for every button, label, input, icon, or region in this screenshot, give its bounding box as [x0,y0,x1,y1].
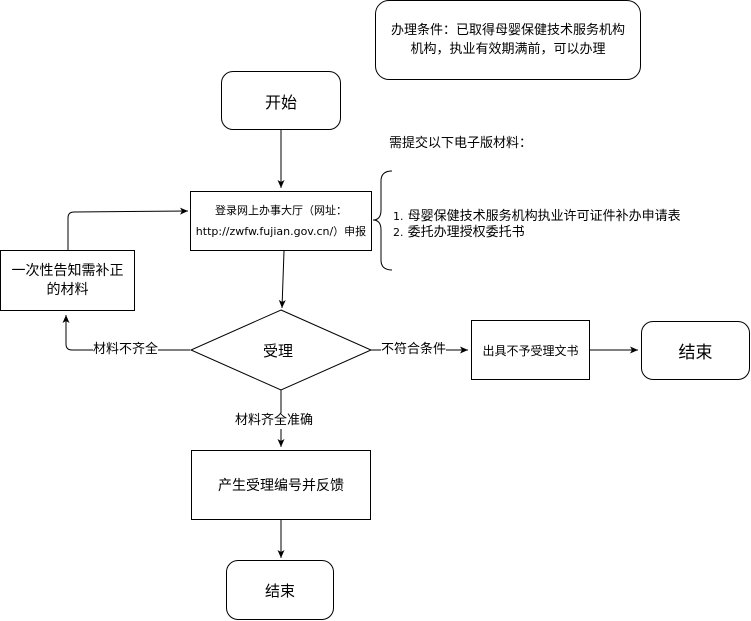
arrow-login-to-accept [278,250,286,309]
notify-process: 一次性告知需补正 的材料 [0,250,135,311]
accept-diamond-shape [189,309,373,391]
materials-item-1: 1. 母婴保健技术服务机构执业许可证件补办申请表 [393,205,681,224]
reject-doc-label: 出具不予受理文书 [482,343,579,358]
materials-item-2-num: 2. [393,226,404,239]
end-right-label: 结束 [678,343,713,363]
end-bottom-label: 结束 [264,581,295,600]
arrow-notify-to-login [67,207,189,250]
generate-label: 产生受理编号并反馈 [218,478,344,494]
materials-brace [372,170,393,271]
notify-line2: 的材料 [46,281,89,298]
condition-line2: 机构，执业有效期满前，可以办理 [410,42,606,57]
materials-item-1-text: 母婴保健技术服务机构执业许可证件补办申请表 [407,209,681,224]
login-line1: 登录网上办事大厅（网址： [215,204,347,217]
materials-item-2: 2. 委托办理授权委托书 [393,221,525,240]
arrow-accept-to-notify [62,315,190,351]
accept-label: 受理 [263,342,294,360]
edge-label-incomplete: 材料不齐全 [93,342,159,358]
materials-item-1-num: 1. [393,210,404,223]
end-node-bottom: 结束 [226,560,334,620]
materials-heading: 需提交以下电子版材料： [389,136,533,151]
edge-label-complete: 材料齐全准确 [235,413,314,429]
reject-doc-process: 出具不予受理文书 [471,320,590,380]
condition-note: 办理条件：已取得母婴保健技术服务机构 机构，执业有效期满前，可以办理 [375,0,641,80]
start-node: 开始 [221,71,341,130]
login-process: 登录网上办事大厅（网址： http://zwfw.fujian.gov.cn/）… [190,191,372,251]
notify-line1: 一次性告知需补正 [11,262,124,279]
login-line2: http://zwfw.fujian.gov.cn/）申报 [195,225,367,238]
start-label: 开始 [264,92,297,112]
end-node-right: 结束 [641,321,750,380]
generate-process: 产生受理编号并反馈 [191,450,371,520]
edge-label-not-qualified: 不符合条件 [381,342,447,358]
condition-line1: 办理条件：已取得母婴保健技术服务机构 [390,23,625,38]
materials-item-2-text: 委托办理授权委托书 [407,225,525,240]
